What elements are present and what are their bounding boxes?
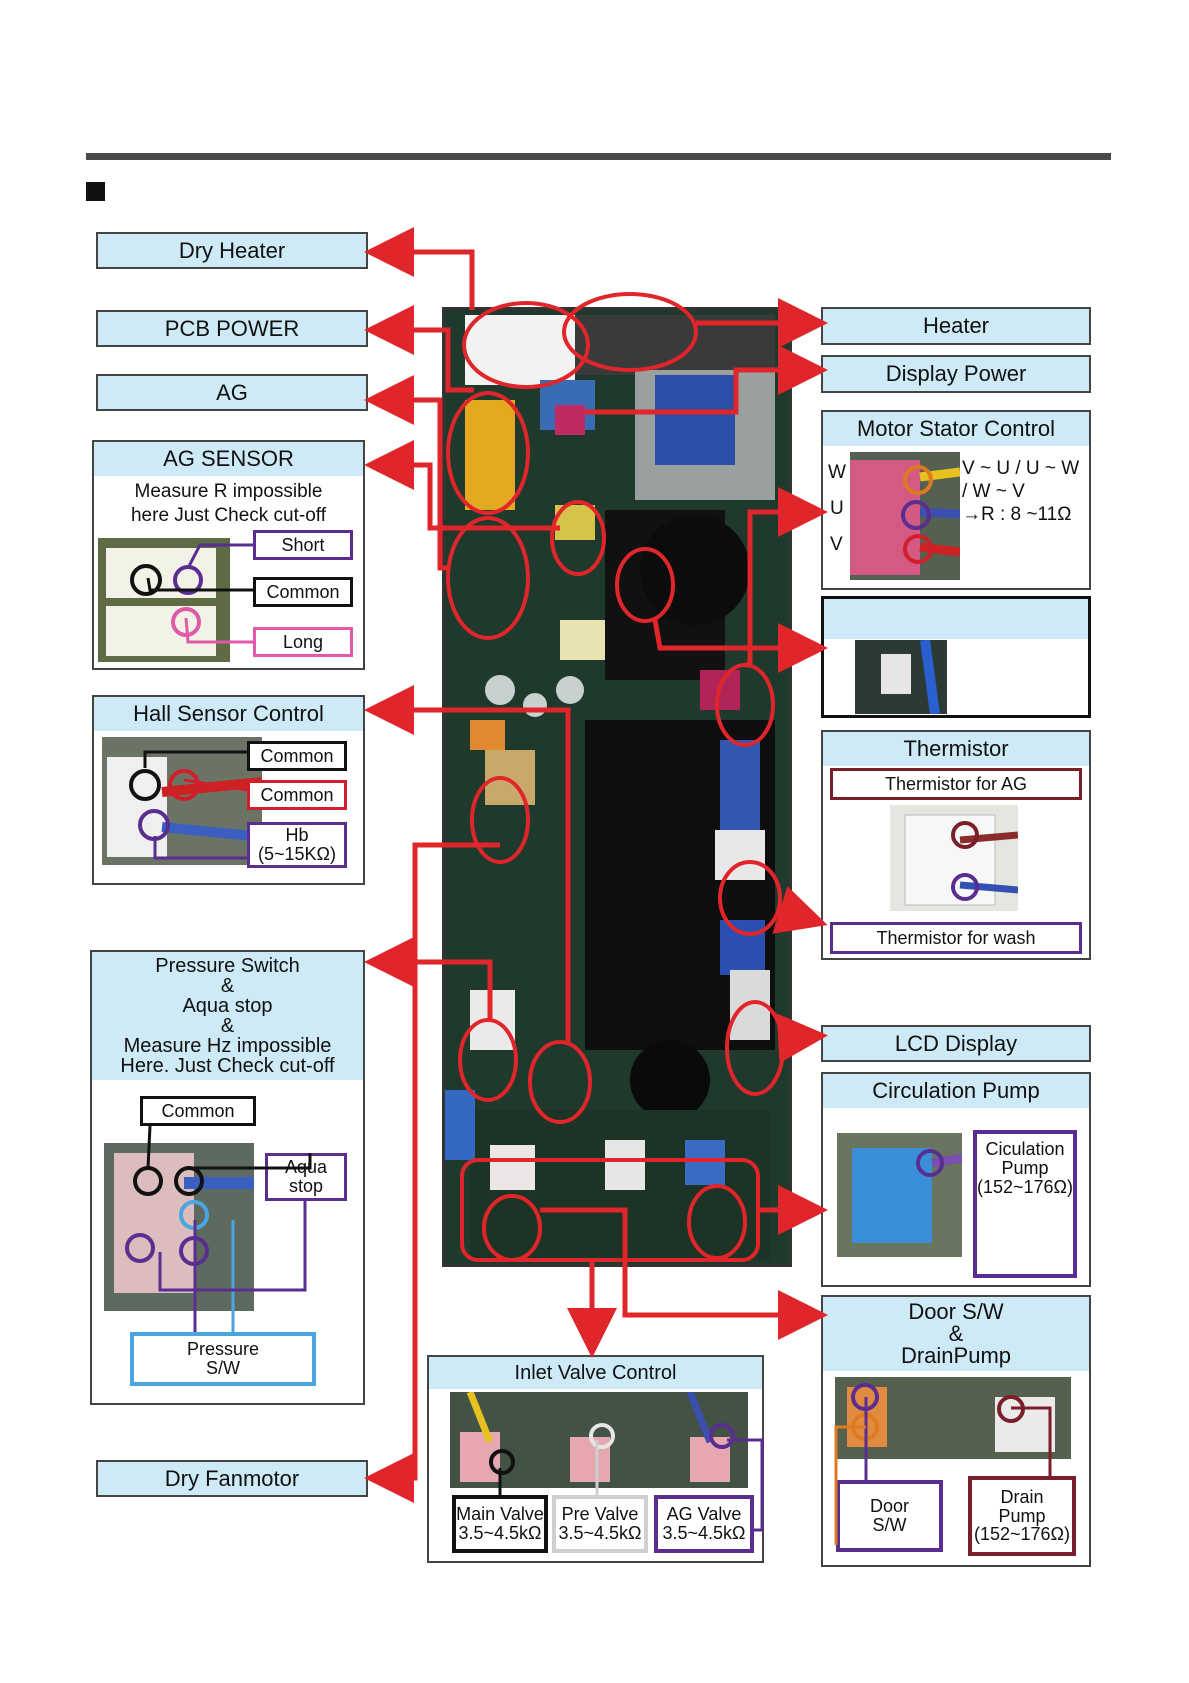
hall-sensor-photo [102, 737, 262, 865]
dry-fanmotor-label: Dry Fanmotor [96, 1460, 368, 1497]
pressure-line4: & [220, 1015, 235, 1037]
pressure-sw-1: Pressure [186, 1339, 260, 1360]
motor-w-label: W [828, 462, 846, 483]
ag-valve-2: 3.5~4.5kΩ [662, 1523, 746, 1543]
pressure-line6: Here. Just Check cut-off [120, 1055, 335, 1077]
pre-valve-2: 3.5~4.5kΩ [558, 1523, 642, 1543]
door-drain-line3: DrainPump [900, 1343, 1012, 1368]
circulation-tag-3: (152~176Ω) [976, 1176, 1074, 1197]
door-drain-line2: & [948, 1321, 964, 1346]
main-valve-1: Main Valve [456, 1504, 544, 1525]
hall-hb-range: (5~15KΩ) [258, 844, 336, 864]
pcb-board-photo [442, 307, 792, 1267]
thermistor-title: Thermistor [823, 732, 1089, 767]
ag-sensor-photo [98, 538, 230, 662]
motor-v-label: V [830, 534, 843, 555]
ag-common-tag: Common [253, 577, 353, 607]
hall-hb-text: Hb [285, 825, 309, 846]
section-bullet [86, 182, 105, 201]
pcb-power-label: PCB POWER [96, 310, 368, 347]
inlet-valve-title: Inlet Valve Control [429, 1357, 762, 1389]
arrow-ag [364, 375, 448, 571]
motor-spec-3: →R : 8 ~11Ω [962, 503, 1072, 525]
pressure-line1: Pressure Switch [155, 955, 300, 977]
ag-sensor-title: AG SENSOR [94, 442, 363, 477]
unlabeled-panel-header [824, 599, 1088, 639]
door-drain-line1: Door S/W [908, 1299, 1004, 1324]
motor-spec-2: / W ~ V [962, 480, 1025, 502]
motor-u-label: U [830, 498, 844, 519]
hall-common2-tag: Common [247, 780, 347, 810]
circulation-pump-tag: Ciculation Pump (152~176Ω) [973, 1130, 1077, 1278]
ag-sensor-note-2: here Just Check cut-off [130, 505, 327, 527]
motor-stator-title: Motor Stator Control [823, 412, 1089, 447]
top-rule [86, 153, 1111, 160]
drain-pump-3: (152~176Ω) [973, 1524, 1071, 1545]
ag-short-tag: Short [253, 530, 353, 560]
pressure-sw-tag: Pressure S/W [130, 1332, 316, 1386]
pressure-title: Pressure Switch & Aqua stop & Measure Hz… [92, 952, 363, 1080]
lcd-display-label: LCD Display [821, 1025, 1091, 1062]
dry-heater-label: Dry Heater [96, 232, 368, 269]
aqua-stop-tag: Aqua stop [265, 1153, 347, 1201]
motor-spec: V ~ U / U ~ W / W ~ V →R : 8 ~11Ω [962, 458, 1079, 526]
ag-valve-tag: AG Valve 3.5~4.5kΩ [654, 1495, 754, 1553]
pre-valve-1: Pre Valve [561, 1504, 639, 1525]
motor-spec-1: V ~ U / U ~ W [962, 458, 1080, 479]
motor-stator-photo [850, 452, 960, 580]
main-valve-tag: Main Valve 3.5~4.5kΩ [452, 1495, 548, 1553]
thermistor-ag-tag: Thermistor for AG [830, 768, 1082, 800]
heater-label: Heater [821, 307, 1091, 345]
display-power-label: Display Power [821, 355, 1091, 393]
unlabeled-connector-photo [855, 640, 947, 714]
main-valve-2: 3.5~4.5kΩ [458, 1523, 542, 1543]
pressure-photo [104, 1143, 254, 1311]
ag-long-tag: Long [253, 627, 353, 657]
inlet-valve-photo [450, 1392, 748, 1488]
ag-sensor-note-1: Measure R impossible [134, 481, 323, 503]
circulation-pump-title: Circulation Pump [823, 1074, 1089, 1109]
hall-sensor-title: Hall Sensor Control [94, 697, 363, 732]
door-drain-title: Door S/W & DrainPump [823, 1297, 1089, 1371]
door-sw-1: Door [869, 1496, 909, 1517]
aqua-stop-1: Aqua [284, 1157, 328, 1178]
hall-common1-tag: Common [247, 741, 347, 771]
drain-pump-1: Drain [1000, 1486, 1044, 1507]
pressure-line5: Measure Hz impossible [123, 1035, 332, 1057]
door-sw-tag: Door S/W [836, 1480, 943, 1552]
ag-label: AG [96, 374, 368, 411]
ag-valve-1: AG Valve [666, 1504, 742, 1525]
drain-pump-tag: Drain Pump (152~176Ω) [968, 1476, 1076, 1556]
pressure-sw-2: S/W [206, 1358, 240, 1378]
door-sw-2: S/W [872, 1515, 907, 1535]
pre-valve-tag: Pre Valve 3.5~4.5kΩ [552, 1495, 648, 1553]
thermistor-wash-tag: Thermistor for wash [830, 922, 1082, 954]
hall-hb-tag: Hb (5~15KΩ) [247, 822, 347, 868]
thermistor-photo [890, 805, 1018, 911]
circulation-tag-1: Ciculation [985, 1139, 1065, 1159]
drain-pump-2: Pump [998, 1505, 1046, 1526]
aqua-stop-2: stop [288, 1176, 324, 1196]
pressure-common-tag: Common [140, 1096, 256, 1126]
arrow-dry-heater [364, 227, 475, 310]
pressure-line3: Aqua stop [182, 995, 273, 1017]
pressure-line2: & [220, 975, 235, 997]
circulation-tag-2: Pump [1001, 1157, 1049, 1178]
circulation-pump-photo [837, 1133, 962, 1257]
door-drain-photo [835, 1377, 1071, 1459]
